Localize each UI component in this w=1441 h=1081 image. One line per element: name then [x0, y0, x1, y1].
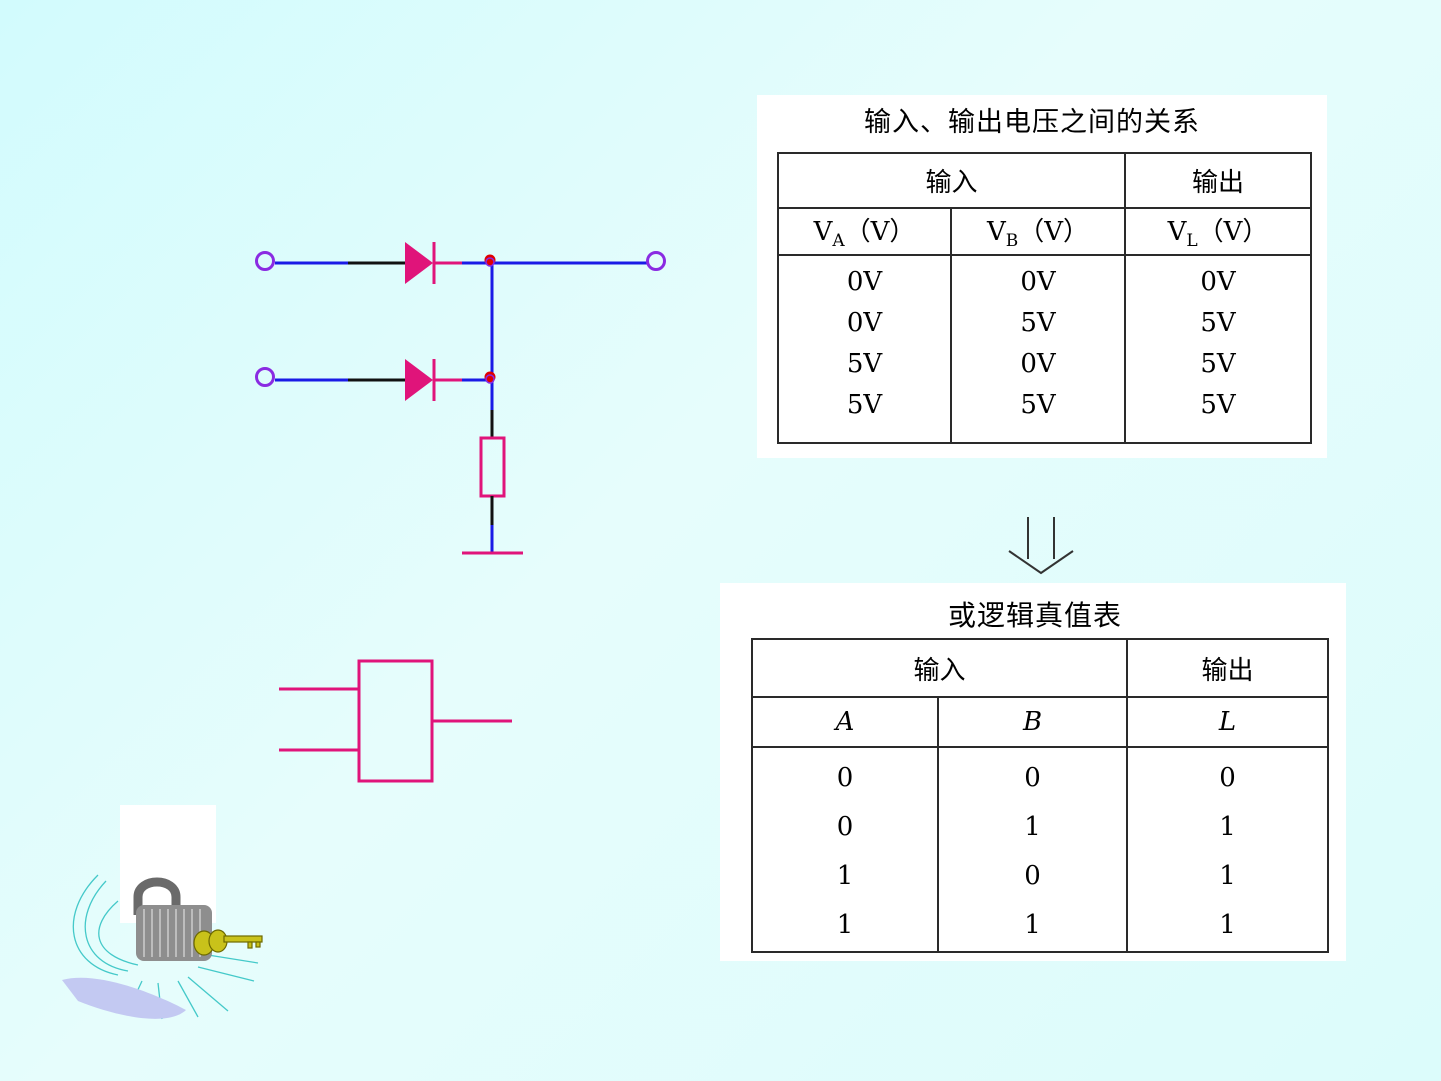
truth-table: 输入 输出 A B L 0 0 1 1 0 1 0 1 0 1 1 1 — [751, 638, 1329, 953]
junction-dot — [485, 372, 496, 384]
col-header-vl: VL（V） — [1125, 208, 1311, 255]
col-header-va: VA（V） — [778, 208, 951, 255]
table-cell: 0V — [952, 262, 1124, 303]
table-cell: 5V — [952, 385, 1124, 426]
truth-col-a-values: 0 0 1 1 — [752, 747, 938, 952]
truth-col-l-values: 0 1 1 1 — [1127, 747, 1328, 952]
truth-output-header: 输出 — [1127, 639, 1328, 697]
table-cell: 1 — [939, 803, 1126, 852]
col-header-l: L — [1127, 697, 1328, 747]
table-cell: 1 — [1128, 901, 1327, 950]
or-gate-symbol — [279, 661, 512, 781]
padlock-key-clipart-icon — [58, 805, 268, 1025]
table-cell: 5V — [1126, 303, 1310, 344]
truth-col-b-values: 0 1 0 1 — [938, 747, 1127, 952]
table-cell: 0 — [1128, 754, 1327, 803]
terminal-a — [257, 253, 274, 270]
table-cell: 0 — [939, 852, 1126, 901]
table-cell: 1 — [753, 901, 937, 950]
truth-input-header: 输入 — [752, 639, 1127, 697]
voltage-col-l-values: 0V 5V 5V 5V — [1125, 255, 1311, 443]
table-cell: 1 — [1128, 852, 1327, 901]
table-cell: 5V — [952, 303, 1124, 344]
diode-a-icon — [405, 242, 434, 284]
table-cell: 1 — [939, 901, 1126, 950]
voltage-col-b-values: 0V 5V 0V 5V — [951, 255, 1125, 443]
table-cell: 0V — [779, 303, 950, 344]
terminal-b — [257, 369, 274, 386]
truth-table-title: 或逻辑真值表 — [760, 594, 1310, 634]
resistor-icon — [481, 438, 504, 496]
voltage-input-header: 输入 — [778, 153, 1125, 208]
table-cell: 0V — [1126, 262, 1310, 303]
col-header-b: B — [938, 697, 1127, 747]
table-cell: 1 — [1128, 803, 1327, 852]
table-cell: 5V — [1126, 344, 1310, 385]
table-cell: 0V — [779, 262, 950, 303]
voltage-col-a-values: 0V 0V 5V 5V — [778, 255, 951, 443]
col-header-vb: VB（V） — [951, 208, 1125, 255]
table-cell: 0 — [939, 754, 1126, 803]
voltage-table-title: 输入、输出电压之间的关系 — [757, 100, 1307, 139]
table-cell: 0 — [753, 754, 937, 803]
table-cell: 0V — [952, 344, 1124, 385]
voltage-table: 输入 输出 VA（V） VB（V） VL（V） 0V 0V 5V 5V 0V 5… — [777, 152, 1312, 444]
table-cell: 5V — [779, 344, 950, 385]
table-cell: 1 — [753, 852, 937, 901]
col-header-a: A — [752, 697, 938, 747]
down-arrow-icon — [1003, 515, 1079, 577]
table-cell: 5V — [1126, 385, 1310, 426]
terminal-l — [648, 253, 665, 270]
junction-dot — [485, 255, 496, 267]
table-cell: 5V — [779, 385, 950, 426]
table-cell: 0 — [753, 803, 937, 852]
voltage-output-header: 输出 — [1125, 153, 1311, 208]
diode-b-icon — [405, 359, 434, 401]
